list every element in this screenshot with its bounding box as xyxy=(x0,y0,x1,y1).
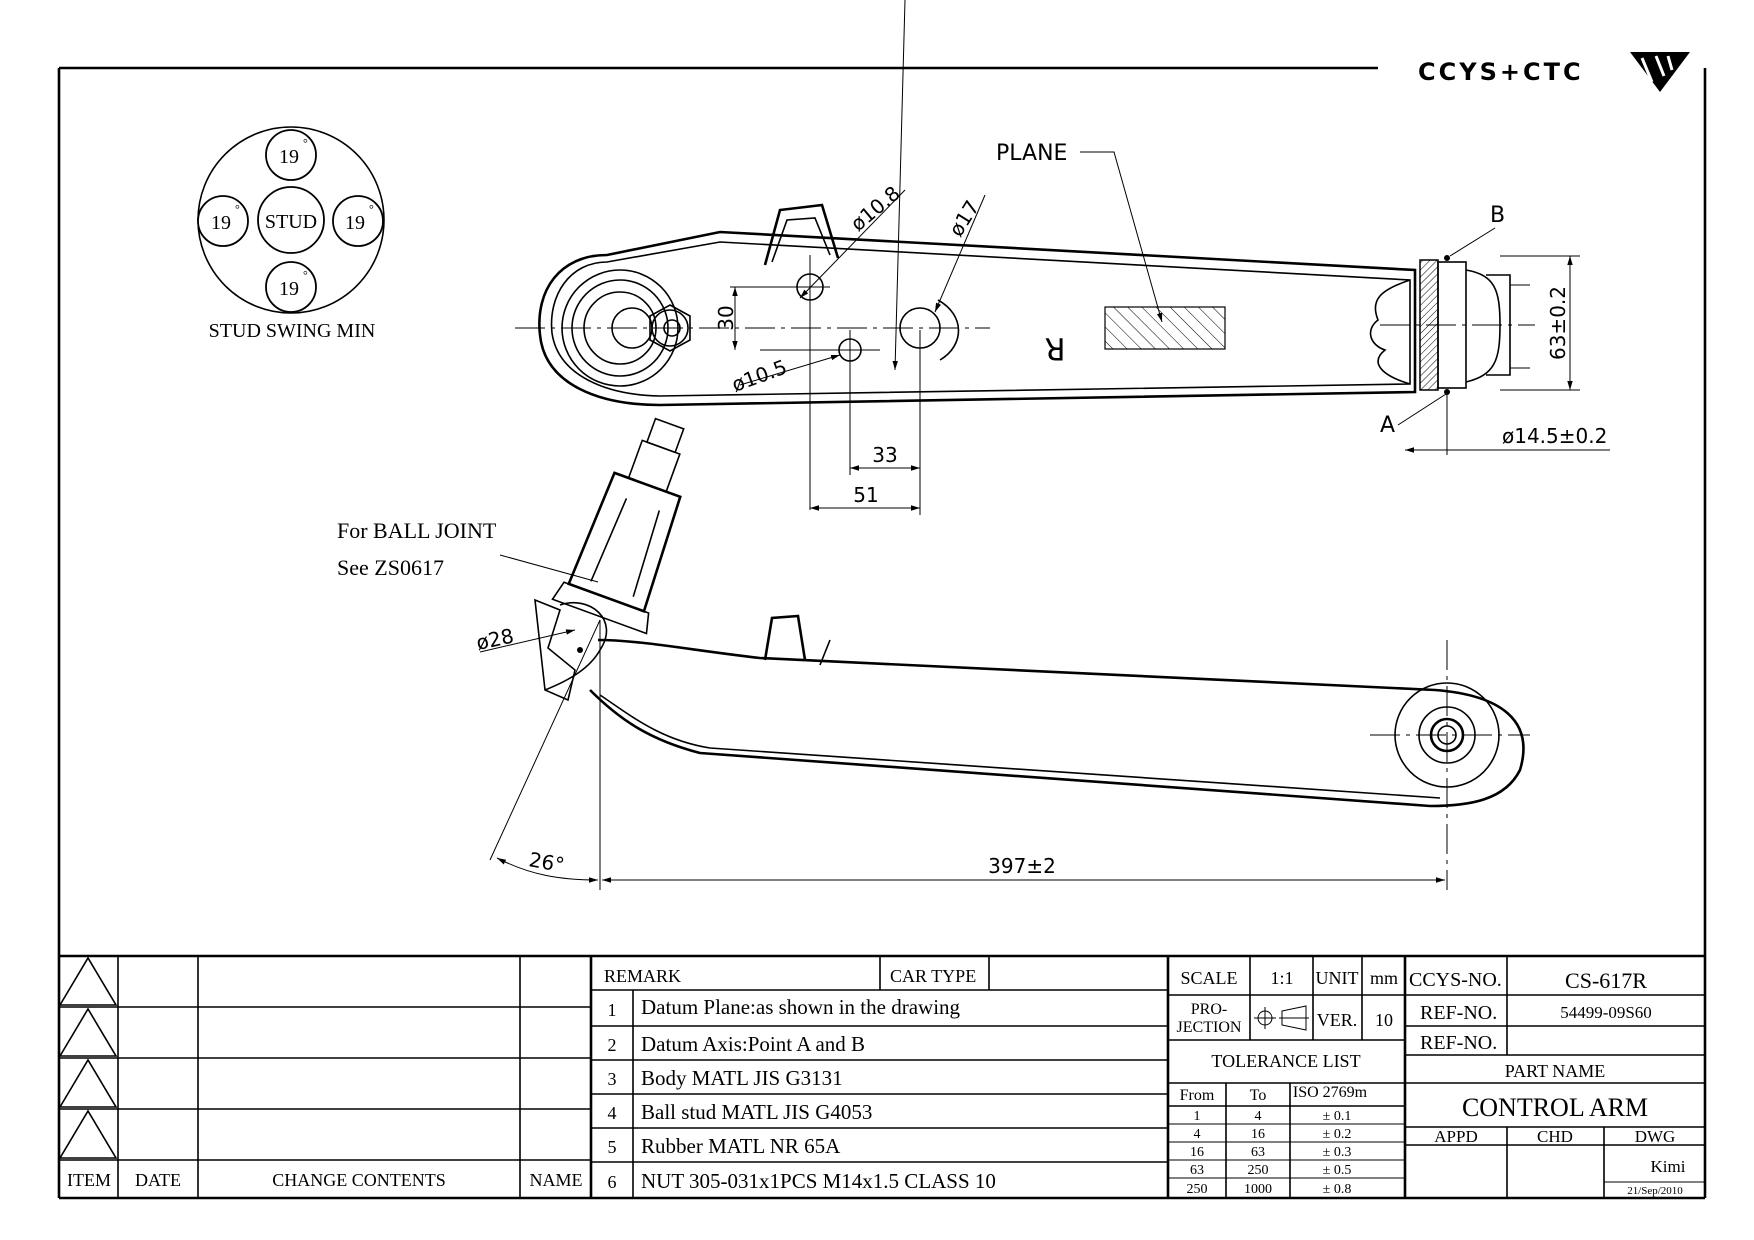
dwg-by: Kimi xyxy=(1651,1157,1686,1176)
dim-63: 63±0.2 xyxy=(1546,286,1570,360)
point-b-label: B xyxy=(1490,203,1505,228)
ref-no-label-2: REF-NO. xyxy=(1420,1032,1497,1054)
unit-value: mm xyxy=(1370,968,1398,988)
point-a-label: A xyxy=(1380,413,1395,438)
dim-51: 51 xyxy=(853,483,878,507)
sheet-border xyxy=(57,66,1707,1200)
tol-header-iso: ISO 2769m xyxy=(1293,1084,1368,1101)
dim-397: 397±2 xyxy=(988,854,1056,878)
dim-28: ø28 xyxy=(474,624,516,655)
stud-label: STUD xyxy=(265,211,317,233)
logo-text: CCYS+CTC xyxy=(1418,58,1584,86)
dim-bush-14-5: ø14.5±0.2 xyxy=(1502,424,1607,448)
svg-text:°: ° xyxy=(369,202,374,216)
remark-text-1: Datum Plane:as shown in the drawing xyxy=(641,995,961,1019)
tol-row-2-val: ± 0.2 xyxy=(1323,1127,1352,1142)
dim-hole-10-8: ø10.8 xyxy=(846,181,905,236)
logo-mark-icon xyxy=(1630,52,1690,92)
remark-no-2: 2 xyxy=(608,1035,617,1055)
svg-text:°: ° xyxy=(235,202,240,216)
drawing-date: 21/Sep/2010 xyxy=(1627,1185,1683,1197)
tol-row-3-from: 16 xyxy=(1190,1145,1204,1160)
remark-text-5: Rubber MATL NR 65A xyxy=(641,1134,841,1158)
stud-angle-bottom: 19 xyxy=(279,278,299,300)
tol-row-1-from: 1 xyxy=(1194,1109,1201,1124)
side-mark-r: R xyxy=(1045,330,1066,365)
tolerance-title: TOLERANCE LIST xyxy=(1211,1051,1360,1071)
stud-angle-left: 19 xyxy=(211,212,231,234)
car-type-label: CAR TYPE xyxy=(890,966,976,986)
tol-row-4-val: ± 0.5 xyxy=(1323,1163,1352,1178)
tol-row-5-val: ± 0.8 xyxy=(1323,1182,1352,1197)
tol-row-3-val: ± 0.3 xyxy=(1323,1145,1352,1160)
tol-header-from: From xyxy=(1180,1087,1215,1104)
dim-30: 30 xyxy=(714,305,738,330)
tol-row-4-to: 250 xyxy=(1248,1163,1269,1178)
ver-label: VER. xyxy=(1317,1010,1358,1030)
scale-tolerance-table: SCALE 1:1 UNIT mm PRO- JECTION VER. 10 T… xyxy=(1166,956,1405,1198)
dim-hole-17: ø17 xyxy=(944,196,984,241)
tol-row-5-from: 250 xyxy=(1187,1182,1208,1197)
dim-33: 33 xyxy=(872,443,897,467)
svg-text:°: ° xyxy=(303,136,308,150)
tol-row-1-to: 4 xyxy=(1255,1109,1262,1124)
tol-header-to: To xyxy=(1250,1087,1267,1104)
ref-no-value: 54499-09S60 xyxy=(1560,1003,1652,1022)
part-name-value: CONTROL ARM xyxy=(1462,1093,1648,1122)
title-block: ITEM DATE CHANGE CONTENTS NAME REMARK CA… xyxy=(58,954,1705,1198)
chd-label: CHD xyxy=(1537,1127,1573,1146)
remark-text-6: NUT 305-031x1PCS M14x1.5 CLASS 10 xyxy=(641,1169,996,1193)
remark-label: REMARK xyxy=(604,966,681,986)
tol-row-5-to: 1000 xyxy=(1244,1182,1272,1197)
part-info-table: CCYS-NO. CS-617R REF-NO. 54499-09S60 REF… xyxy=(1403,956,1705,1198)
dim-hole-10-5: ø10.5 xyxy=(729,355,791,397)
header-item: ITEM xyxy=(67,1170,111,1190)
remark-no-5: 5 xyxy=(608,1137,617,1157)
header-change-contents: CHANGE CONTENTS xyxy=(272,1170,446,1190)
header-date: DATE xyxy=(135,1170,181,1190)
revision-table: ITEM DATE CHANGE CONTENTS NAME xyxy=(58,956,593,1198)
appd-label: APPD xyxy=(1434,1127,1477,1146)
remark-text-4: Ball stud MATL JIS G4053 xyxy=(641,1100,872,1124)
remark-no-4: 4 xyxy=(608,1103,617,1123)
remark-no-3: 3 xyxy=(608,1069,617,1089)
dwg-label: DWG xyxy=(1635,1127,1676,1146)
tol-row-4-from: 63 xyxy=(1190,1163,1204,1178)
remark-text-3: Body MATL JIS G3131 xyxy=(641,1066,843,1090)
header-name: NAME xyxy=(530,1170,583,1190)
projection-symbol-icon xyxy=(1254,1005,1309,1031)
remarks-table: REMARK CAR TYPE 1 Datum Plane:as shown i… xyxy=(591,956,1168,1198)
ref-no-label: REF-NO. xyxy=(1420,1002,1497,1024)
svg-text:°: ° xyxy=(303,268,308,282)
projection-label-1: PRO- xyxy=(1191,1001,1227,1018)
ver-value: 10 xyxy=(1375,1010,1393,1030)
ball-joint-note-line2: See ZS0617 xyxy=(337,555,444,580)
unit-label: UNIT xyxy=(1316,968,1359,988)
stud-swing-caption: STUD SWING MIN xyxy=(209,320,376,342)
stud-angle-right: 19 xyxy=(345,212,365,234)
tol-row-2-from: 4 xyxy=(1194,1127,1201,1142)
plane-label: PLANE xyxy=(996,141,1067,166)
remark-text-2: Datum Axis:Point A and B xyxy=(641,1032,865,1056)
datum-plane-hatch xyxy=(1104,306,1226,350)
tol-row-3-to: 63 xyxy=(1251,1145,1265,1160)
remark-no-6: 6 xyxy=(608,1172,617,1192)
ball-joint-note-line1: For BALL JOINT xyxy=(337,518,497,543)
ccys-no-label: CCYS-NO. xyxy=(1409,969,1502,991)
projection-label-2: JECTION xyxy=(1177,1019,1242,1036)
remark-no-1: 1 xyxy=(608,1000,617,1020)
tol-row-2-to: 16 xyxy=(1251,1127,1265,1142)
scale-label: SCALE xyxy=(1180,968,1237,988)
ccys-no-value: CS-617R xyxy=(1565,968,1647,993)
part-name-label: PART NAME xyxy=(1505,1061,1605,1081)
tol-row-1-val: ± 0.1 xyxy=(1323,1109,1352,1124)
stud-swing-diagram: STUD 19 19 19 19 ° ° ° ° STUD SWING MIN xyxy=(197,126,385,342)
company-logo: CCYS+CTC xyxy=(1418,52,1690,92)
side-view: 397±2 26° ø28 For BALL JOINT See ZS0617 xyxy=(337,417,1530,890)
stud-angle-top: 19 xyxy=(279,146,299,168)
scale-value: 1:1 xyxy=(1270,968,1293,988)
